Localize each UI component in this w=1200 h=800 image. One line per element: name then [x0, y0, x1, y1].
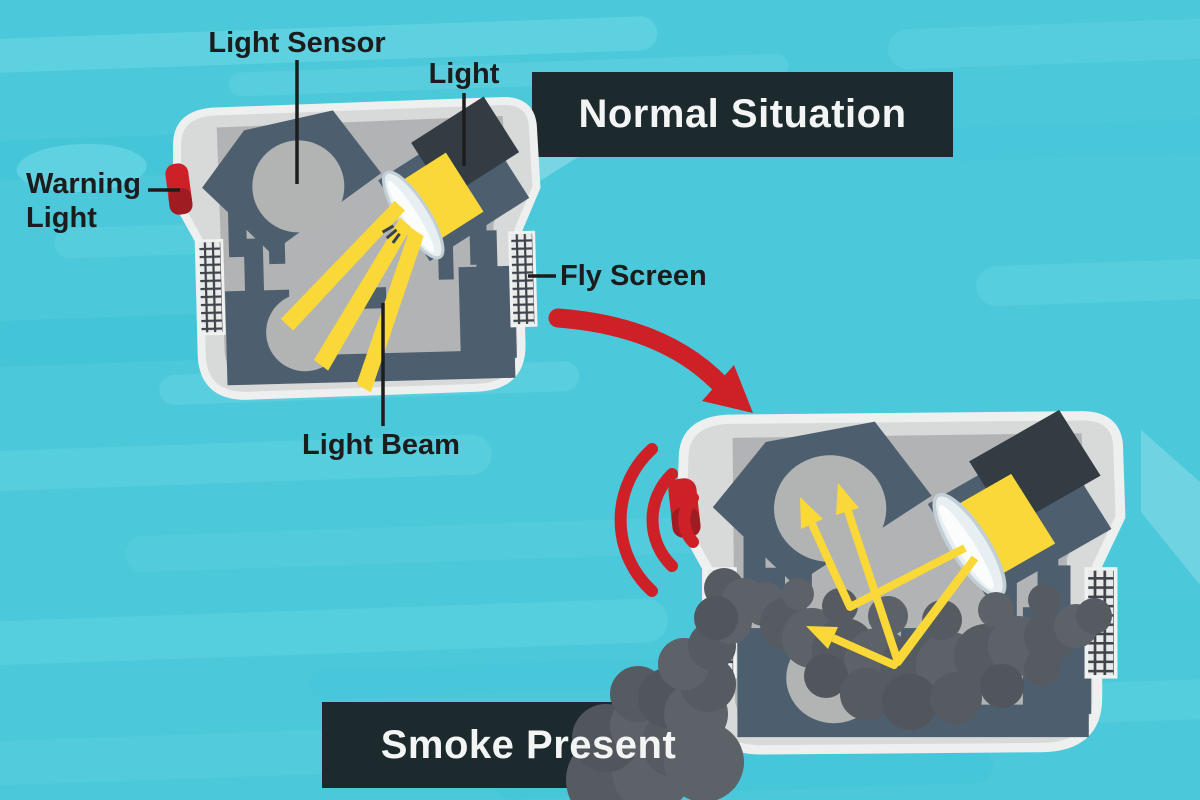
normal-situation-box: [532, 72, 953, 157]
label-light-sensor: Light Sensor: [208, 27, 386, 59]
box-shadow: [532, 157, 578, 186]
leader-lines: [148, 60, 556, 426]
label-light: Light: [428, 58, 500, 90]
panel-title-normal-situation: Normal Situation: [578, 92, 907, 136]
label-fly-screen: Fly Screen: [560, 260, 707, 292]
smoke-cloud: [566, 568, 1112, 800]
detector-normal: [162, 84, 549, 398]
detector-shadow: [1141, 430, 1200, 585]
label-warning-light: Warning Light: [26, 168, 141, 235]
panel-title-smoke-present: Smoke Present: [380, 722, 677, 767]
scattered-light-beam: [800, 483, 979, 669]
light-beam: [280, 200, 424, 393]
label-light-beam: Light Beam: [302, 429, 460, 461]
sound-waves-icon: [614, 443, 699, 597]
transition-arrow-icon: [548, 308, 753, 413]
